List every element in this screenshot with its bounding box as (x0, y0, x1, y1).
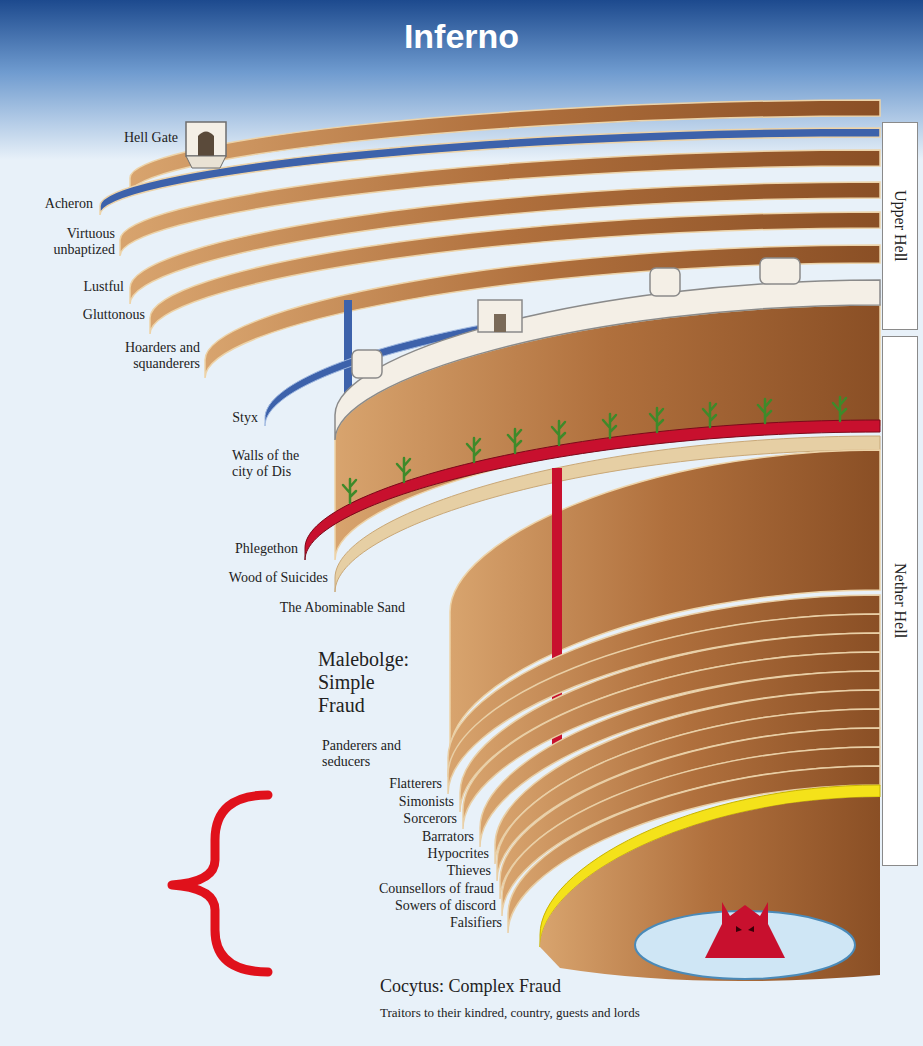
level-label: Lustful (54, 279, 124, 295)
city-of-dis-part (494, 314, 506, 332)
level-label: Simonists (284, 794, 454, 810)
level-label: Hypocrites (319, 846, 489, 862)
hell-gate-part (186, 156, 226, 168)
level-label: Cocytus: Complex Fraud (380, 976, 640, 997)
level-label: Flatterers (272, 776, 442, 792)
city-of-dis-part (760, 258, 800, 284)
level-label: Gluttonous (55, 307, 145, 323)
wood-of-suicides-part (703, 403, 716, 427)
level-label: Acheron (13, 196, 93, 212)
side-section-box: Nether Hell (882, 336, 918, 866)
red-brace-part (172, 795, 268, 972)
level-label: Sorcerors (287, 811, 457, 827)
level-label: The Abominable Sand (245, 600, 405, 616)
level-label: Hell Gate (88, 130, 178, 146)
level-label: Walls of the city of Dis (232, 448, 322, 480)
level-label: Virtuous unbaptized (33, 226, 115, 258)
hell-gate-part (198, 132, 214, 157)
wood-of-suicides-part (603, 414, 616, 438)
level-label: Falsifiers (332, 915, 502, 931)
red-brace (172, 795, 268, 972)
lucifer-figure-part (705, 902, 785, 958)
level-label: Phlegethon (198, 541, 298, 557)
city-of-dis-part (335, 280, 880, 440)
wood-of-suicides-part (343, 479, 356, 503)
wood-of-suicides-part (467, 438, 480, 462)
city-of-dis-part (650, 268, 680, 296)
level-label: Wood of Suicides (198, 570, 328, 586)
level-label: Hoarders and squanderers (104, 340, 200, 372)
section-label: Upper Hell (890, 190, 910, 262)
side-section-box: Upper Hell (882, 122, 918, 330)
hell-gate (186, 122, 226, 168)
level-label: Panderers and seducers (322, 738, 440, 770)
level-label: Barrators (304, 829, 474, 845)
wood-of-suicides-part (508, 429, 521, 453)
level-label: Sowers of discord (326, 898, 496, 914)
wood-of-suicides-part (758, 399, 771, 423)
styx-river-part (344, 300, 352, 396)
pit-floor-part (540, 797, 880, 981)
lucifer-figure (705, 902, 785, 958)
wood-of-suicides-part (552, 421, 565, 445)
level-label: Malebolge: Simple Fraud (318, 648, 418, 717)
city-of-dis-part (352, 350, 382, 378)
wood-of-suicides-part (397, 458, 410, 482)
level-label: Styx (213, 410, 258, 426)
wood-of-suicides-part (650, 408, 663, 432)
section-label: Nether Hell (890, 563, 910, 638)
lucifer-figure-part (736, 926, 754, 932)
level-label: Thieves (321, 863, 491, 879)
city-of-dis-part (478, 300, 522, 332)
pit-floor (540, 797, 880, 981)
level-label: Counsellors of fraud (324, 881, 494, 897)
level-label: Traitors to their kindred, country, gues… (380, 1005, 900, 1021)
diagram-title: Inferno (0, 16, 923, 56)
hell-gate-part (186, 122, 226, 156)
wood-of-suicides-part (833, 397, 846, 421)
